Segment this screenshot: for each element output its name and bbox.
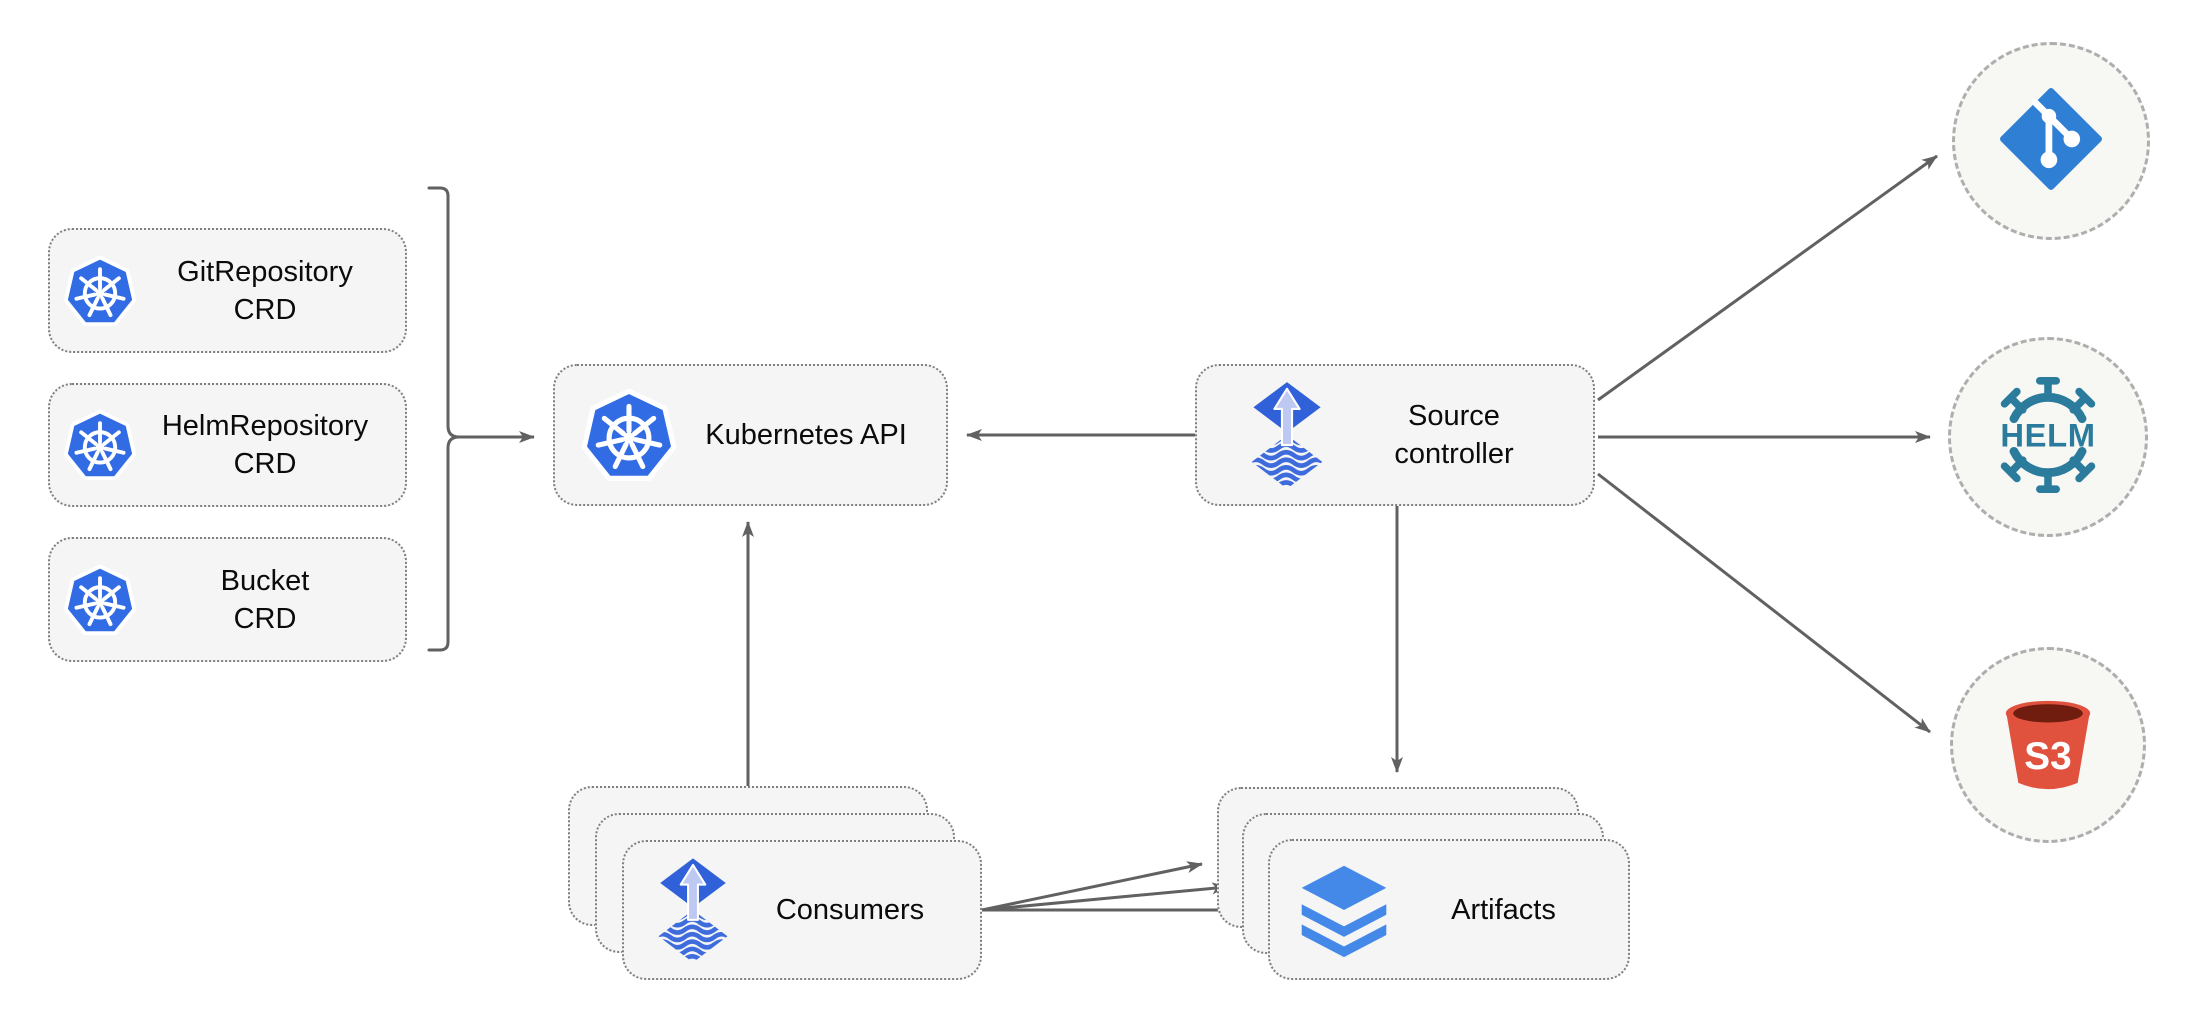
git-icon: [1999, 87, 2103, 196]
helm-icon: HELM: [1985, 372, 2111, 503]
kubernetes-icon: [61, 406, 139, 484]
kubernetes-icon: [578, 384, 680, 486]
flux-icon: [1245, 377, 1329, 493]
kubernetes-api-box: Kubernetes API: [553, 364, 948, 506]
s3-source-circle: S3: [1950, 647, 2146, 843]
helm-icon-text: HELM: [2000, 416, 2095, 453]
arrow-consumers-to-artifacts-1: [981, 861, 1203, 912]
crd-label-line2: CRD: [233, 293, 297, 326]
crd-label-line1: Bucket: [220, 564, 310, 597]
arrow-source-to-s3: [1597, 472, 1931, 734]
artifacts-box: Artifacts: [1268, 839, 1630, 980]
crd-box-helmrepository: HelmRepository CRD: [48, 383, 407, 507]
kubernetes-icon: [61, 252, 139, 330]
layers-icon: [1295, 860, 1393, 960]
s3-bucket-icon: S3: [1991, 686, 2105, 805]
source-label-line2: controller: [1394, 438, 1514, 470]
source-label-line1: Source: [1408, 400, 1500, 432]
crd-box-label: Bucket CRD: [139, 562, 405, 638]
crd-label-line1: GitRepository: [177, 255, 353, 288]
source-controller-box: Source controller: [1195, 364, 1595, 506]
arrow-source-to-git: [1597, 154, 1938, 402]
consumers-box: Consumers: [622, 840, 982, 980]
crd-box-label: GitRepository CRD: [139, 253, 405, 329]
consumers-label: Consumers: [775, 894, 925, 926]
crd-box-label: HelmRepository CRD: [139, 407, 405, 483]
flux-icon: [652, 853, 734, 967]
kubernetes-api-label: Kubernetes API: [705, 419, 907, 451]
crd-box-bucket: Bucket CRD: [48, 537, 407, 662]
s3-icon-text: S3: [2024, 735, 2071, 778]
crd-label-line1: HelmRepository: [161, 410, 369, 442]
crd-label-line2: CRD: [233, 448, 297, 480]
crd-group-bracket: [427, 186, 460, 652]
crd-box-gitrepository: GitRepository CRD: [48, 228, 407, 353]
kubernetes-icon: [61, 561, 139, 639]
artifacts-label: Artifacts: [1451, 893, 1556, 926]
git-source-circle: [1952, 42, 2150, 240]
crd-label-line2: CRD: [233, 602, 297, 635]
helm-source-circle: HELM: [1948, 337, 2148, 537]
arrow-consumers-to-artifacts-2: [981, 882, 1228, 912]
source-controller-label: Source controller: [1329, 397, 1593, 473]
